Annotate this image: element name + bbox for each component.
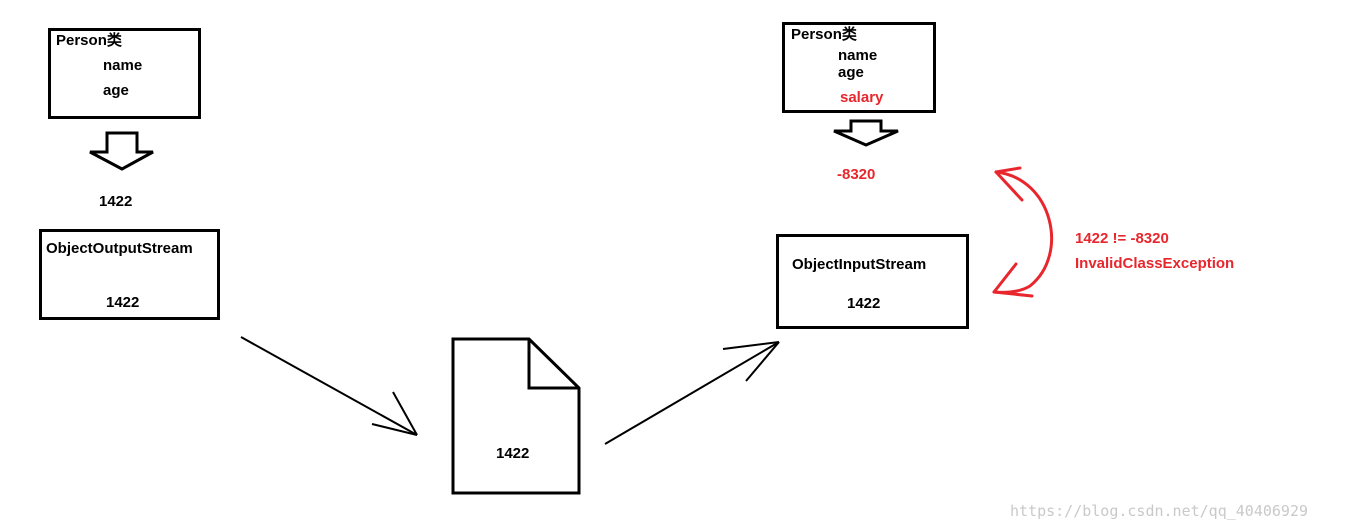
uid-comparison-text: 1422 != -8320 [1075,230,1169,247]
object-output-stream-box [39,229,220,320]
right-serial-uid: -8320 [837,166,876,183]
left-serial-uid: 1422 [99,193,133,210]
object-input-stream-label: ObjectInputStream [792,256,927,273]
right-field-salary: salary [840,89,884,106]
right-field-age: age [838,64,864,81]
left-down-arrow [89,131,154,171]
left-field-age: age [103,82,129,99]
file-icon [451,337,581,495]
left-class-title: Person类 [56,32,122,49]
file-serial-uid: 1422 [496,445,530,462]
object-input-stream-box [776,234,969,329]
write-arrow [240,336,418,436]
watermark: https://blog.csdn.net/qq_40406929 [1010,502,1309,520]
right-down-arrow [833,119,899,147]
object-output-stream-label: ObjectOutputStream [46,240,193,257]
mismatch-double-arrow [992,166,1054,298]
exception-name: InvalidClassException [1075,255,1235,272]
left-field-name: name [103,57,143,74]
object-input-stream-uid: 1422 [847,295,881,312]
right-person-class-box [782,22,936,113]
right-class-title: Person类 [791,26,857,43]
object-output-stream-uid: 1422 [106,294,140,311]
right-field-name: name [838,47,878,64]
left-person-class-box [48,28,201,119]
read-arrow [604,341,780,445]
